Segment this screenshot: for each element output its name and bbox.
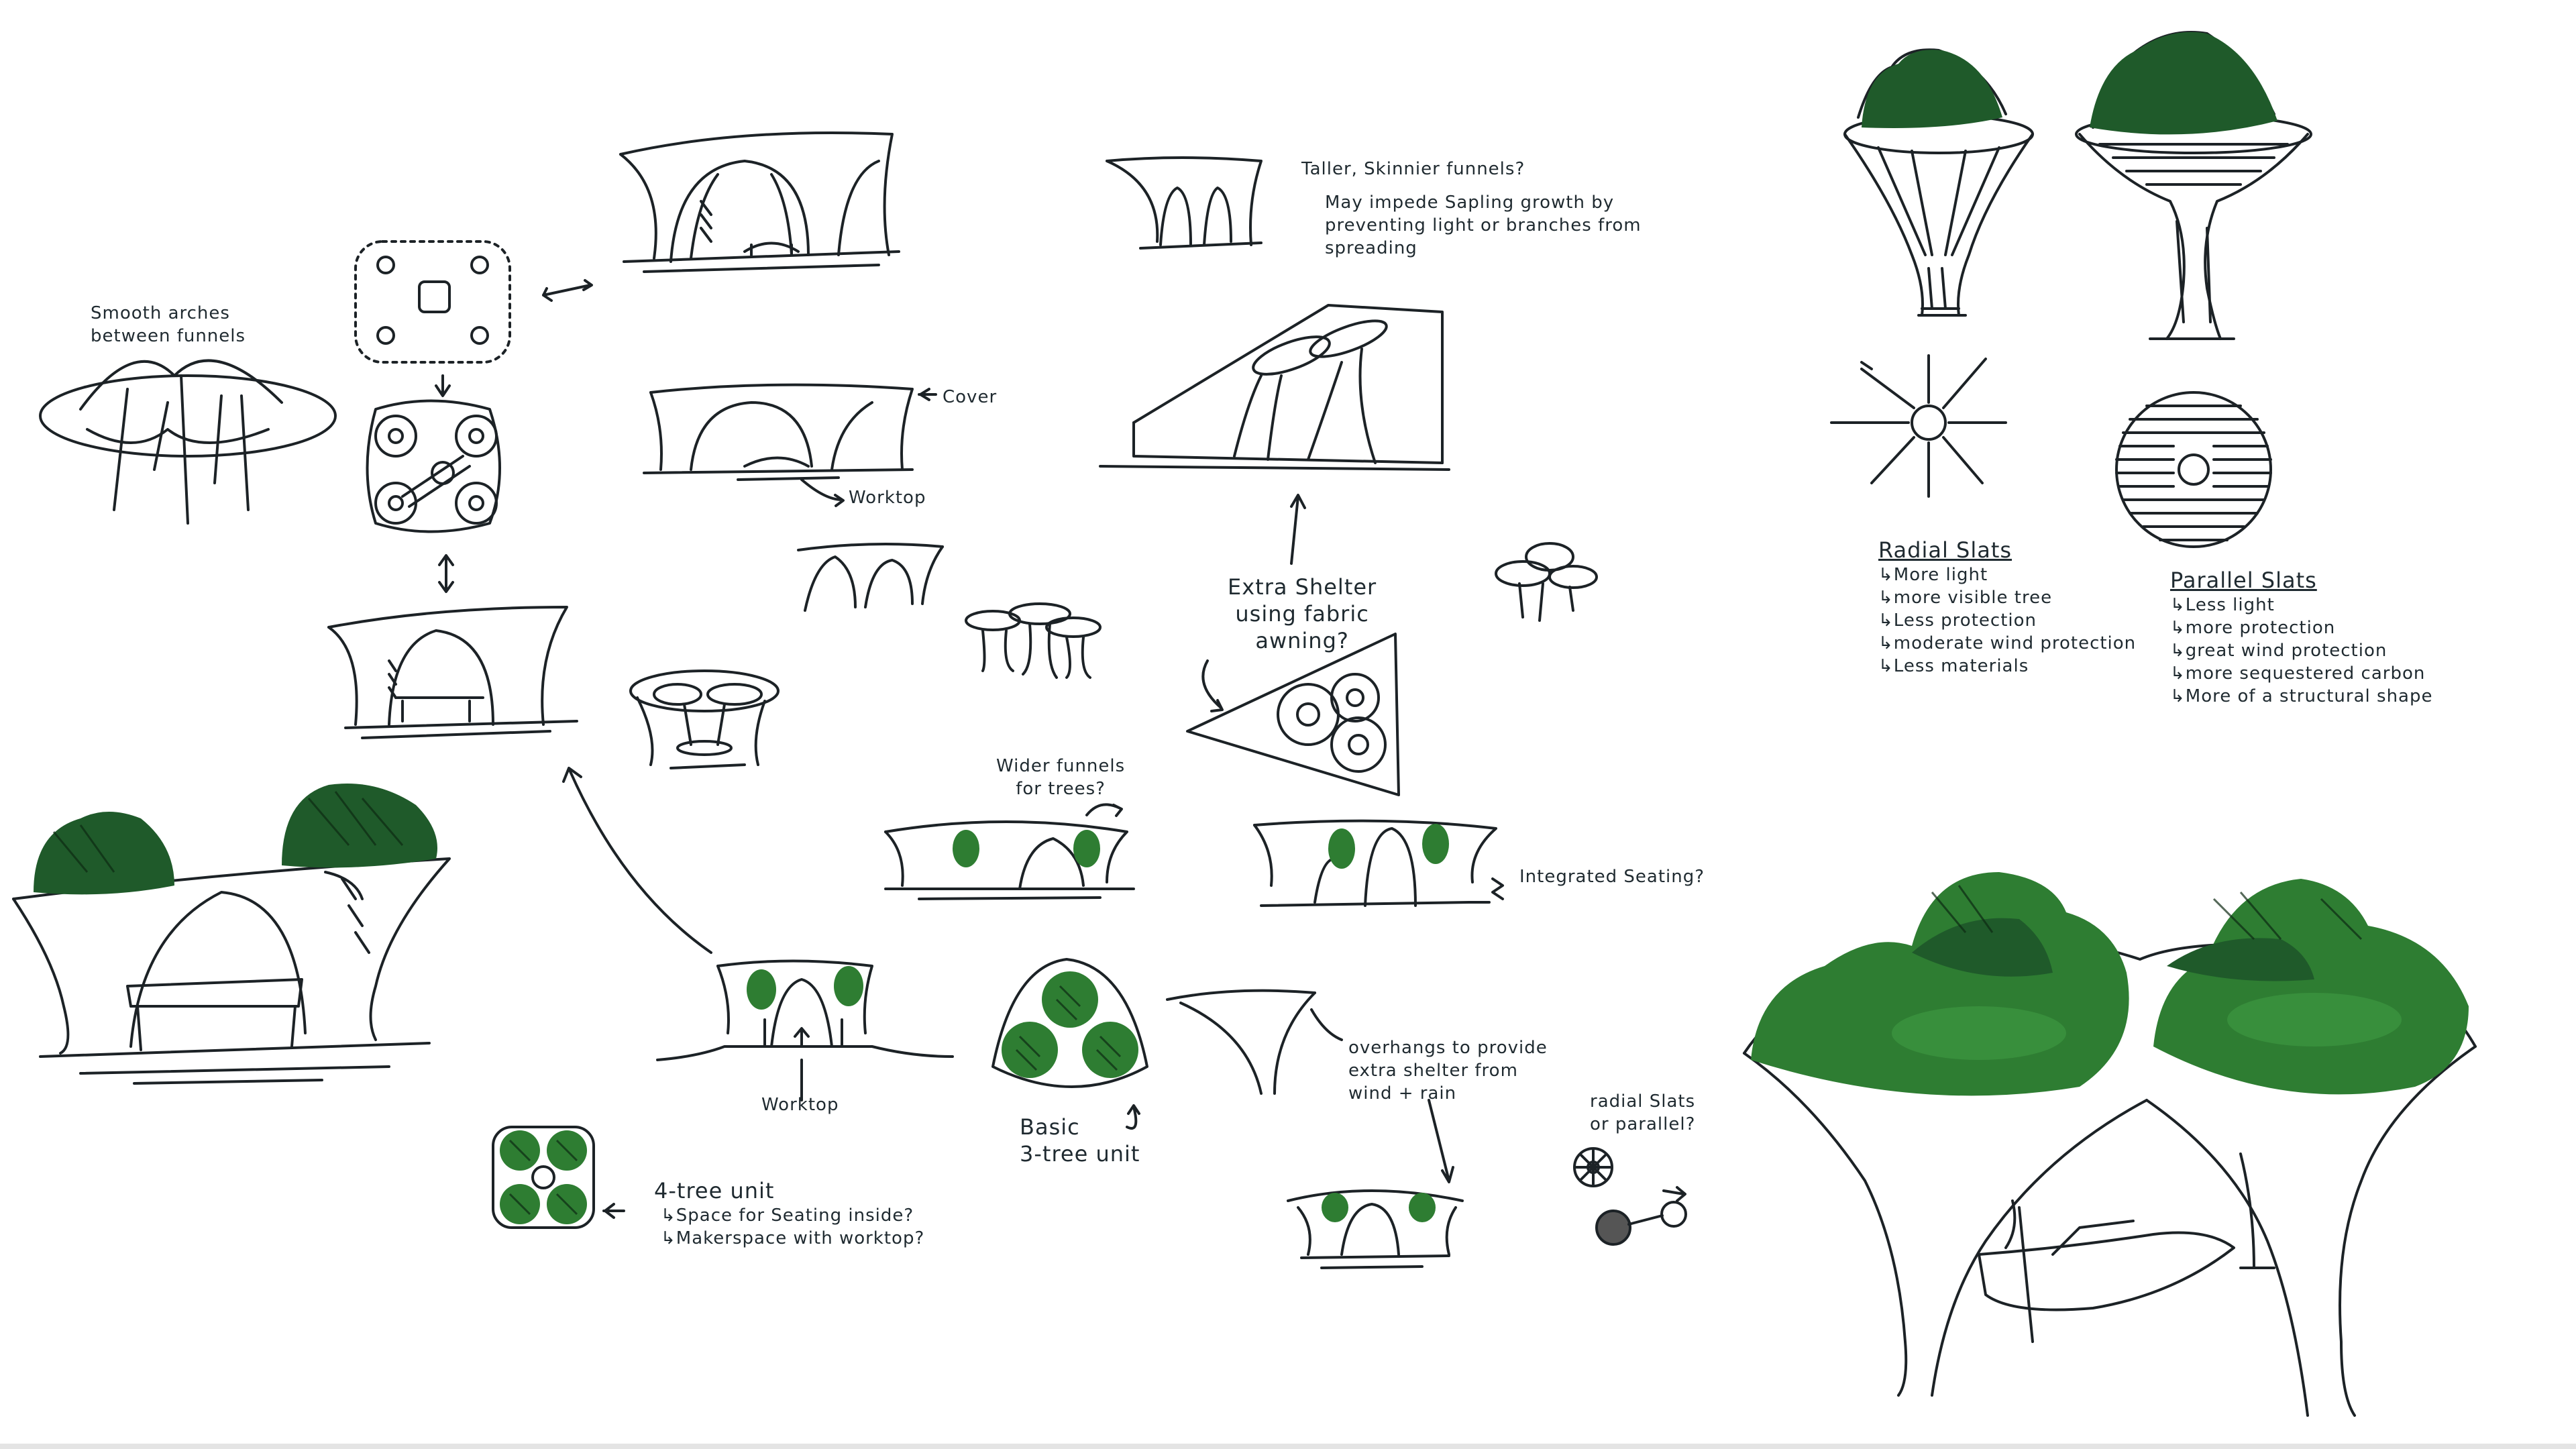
parallel-slat-plan — [2115, 391, 2272, 548]
taller-funnels-note: May impede Sapling growth by preventing … — [1325, 193, 1642, 258]
overhangs-label: overhangs to provide extra shelter from … — [1348, 1038, 1548, 1104]
parallel-slats-list: Parallel Slats Less light more protectio… — [2170, 567, 2432, 708]
parallel-slats-point: more sequestered carbon — [2170, 662, 2432, 685]
integrated-seating-label: Integrated Seating? — [1519, 867, 1705, 887]
four-tree-unit-plan — [492, 1126, 625, 1229]
awning-sketch — [1099, 304, 1450, 565]
skinny-funnels-sketch — [1106, 156, 1263, 250]
slat-icons — [1573, 1147, 1687, 1246]
overhang-sketch — [1166, 989, 1454, 1183]
radial-slats-point: More light — [1878, 564, 2136, 586]
radial-or-parallel-label: radial Slats or parallel? — [1590, 1091, 1696, 1134]
radial-slats-point: Less protection — [1878, 609, 2136, 632]
basic-unit-label: Basic 3-tree unit — [1020, 1114, 1140, 1167]
foliage-group — [34, 32, 2469, 1224]
funnel-frame-sketch — [629, 669, 780, 769]
arch-canopy-sketch — [619, 131, 900, 273]
taller-funnels-label: Taller, Skinnier funnels? — [1301, 159, 1525, 179]
arrow-up — [562, 767, 712, 954]
radial-slats-title: Radial Slats — [1878, 537, 2012, 563]
parallel-slats-point: more protection — [2170, 616, 2432, 639]
extra-shelter-label: Extra Shelter using fabric awning? — [1228, 574, 1377, 653]
parallel-slats-point: More of a structural shape — [2170, 685, 2432, 708]
radial-slats-point: more visible tree — [1878, 586, 2136, 609]
four-tree-unit-label: 4-tree unit — [654, 1178, 775, 1203]
double-arrow — [542, 279, 593, 302]
cover-label: Cover — [943, 387, 998, 407]
smooth-arches-label: Smooth arches between funnels — [91, 303, 246, 346]
radial-slats-point: Less materials — [1878, 655, 2136, 678]
wider-funnels-sketch — [884, 803, 1135, 900]
large-bench-sketch — [12, 857, 451, 1085]
small-arches-sketch — [797, 543, 944, 612]
worktop-label-bottom: Worktop — [761, 1095, 839, 1115]
mushroom-pair-sketch — [1495, 542, 1598, 622]
foliage-hatching — [52, 791, 2363, 1216]
smooth-arches-sketch — [39, 359, 337, 525]
four-tree-unit-notes: 4-tree unit Space for Seating inside? Ma… — [654, 1177, 924, 1250]
wider-funnels-label: Wider funnels for trees? — [996, 756, 1126, 799]
radial-slat-plan — [1830, 354, 2007, 498]
four-tree-note: Makerspace with worktop? — [661, 1227, 924, 1250]
arch-bench-sketch — [327, 606, 578, 739]
worktop-label-top: Worktop — [849, 488, 926, 508]
four-funnel-plan — [354, 240, 511, 397]
three-tree-unit-plan — [991, 958, 1148, 1130]
radial-slats-list: Radial Slats More light more visible tre… — [1878, 537, 2136, 678]
parallel-slats-point: great wind protection — [2170, 639, 2432, 662]
parallel-slat-funnel — [2075, 114, 2312, 340]
awning-plan-sketch — [1186, 633, 1400, 796]
cover-sketch — [643, 383, 937, 507]
radial-slats-point: moderate wind protection — [1878, 632, 2136, 655]
mushroom-cluster-sketch — [965, 602, 1102, 679]
four-funnel-plan-worktop — [366, 399, 501, 593]
worktop-arch-sketch — [656, 959, 954, 1102]
overhang-arch-sketch — [1287, 1189, 1464, 1269]
four-tree-note: Space for Seating inside? — [661, 1204, 924, 1227]
parallel-slats-point: Less light — [2170, 594, 2432, 616]
parallel-slats-title: Parallel Slats — [2170, 568, 2317, 593]
